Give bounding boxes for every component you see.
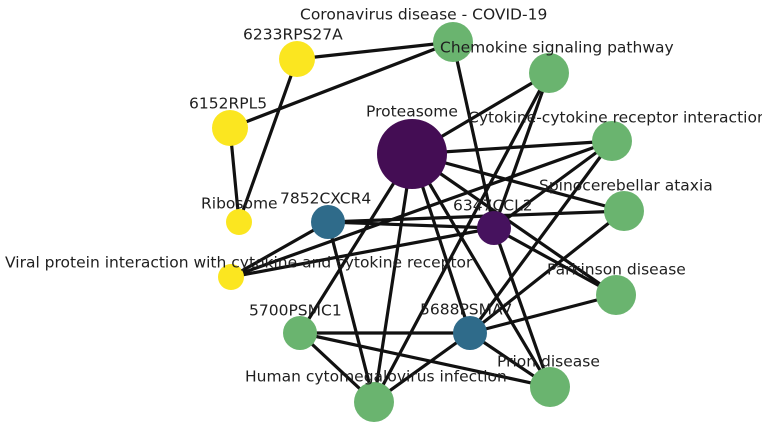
edge-chemokine-hcmv bbox=[372, 71, 551, 404]
node-label-hcmv: Human cytomegalovirus infection bbox=[245, 368, 507, 386]
edge-covid-rps27a bbox=[295, 40, 455, 61]
node-label-parkinson: Parkinson disease bbox=[547, 261, 686, 279]
edge-proteasome-psmc1 bbox=[298, 152, 414, 335]
edge-parkinson-psmb bbox=[468, 293, 618, 335]
node-label-cytokine: Cytokine-cytokine receptor interaction bbox=[468, 109, 762, 127]
node-ccl2[interactable] bbox=[477, 211, 511, 245]
node-label-chemokine: Chemokine signaling pathway bbox=[440, 39, 674, 57]
edge-proteasome-parkinson bbox=[410, 152, 618, 297]
node-label-spino: Spinocerebellar ataxia bbox=[539, 177, 713, 195]
node-psmb[interactable] bbox=[453, 316, 487, 350]
node-parkinson[interactable] bbox=[596, 275, 636, 315]
edge-layer bbox=[228, 40, 626, 404]
node-rps27a[interactable] bbox=[279, 41, 315, 77]
node-covid[interactable] bbox=[433, 22, 473, 62]
node-label-rpl5: 6152RPL5 bbox=[189, 95, 267, 113]
node-rpl5[interactable] bbox=[212, 110, 248, 146]
node-label-ribosome: Ribosome bbox=[201, 195, 278, 213]
node-label-proteasome: Proteasome bbox=[366, 103, 458, 121]
node-label-psmc1: 5700PSMC1 bbox=[249, 302, 342, 320]
node-proteasome[interactable] bbox=[377, 119, 447, 189]
edge-cytokine-psmb bbox=[468, 139, 614, 335]
node-label-psmb: 5688PSMA7 bbox=[420, 301, 512, 319]
edge-prion-psmc1 bbox=[298, 331, 552, 389]
node-layer bbox=[212, 22, 644, 422]
node-label-prion: Prion disease bbox=[497, 353, 600, 371]
node-cytokine[interactable] bbox=[592, 121, 632, 161]
edge-spino-cxcr4 bbox=[326, 209, 626, 224]
edge-cytokine-viral bbox=[229, 139, 614, 279]
edge-rps27a-ribosome bbox=[237, 57, 299, 224]
node-chemokine[interactable] bbox=[529, 53, 569, 93]
edge-proteasome-hcmv bbox=[372, 152, 414, 404]
node-label-covid: Coronavirus disease - COVID-19 bbox=[300, 6, 547, 24]
edge-parkinson-ccl2 bbox=[492, 226, 618, 297]
edge-prion-ccl2 bbox=[492, 226, 552, 389]
node-label-viral: Viral protein interaction with cytokine … bbox=[5, 254, 473, 272]
node-cxcr4[interactable] bbox=[311, 205, 345, 239]
node-hcmv[interactable] bbox=[354, 382, 394, 422]
edge-spino-psmb bbox=[468, 209, 626, 335]
node-label-ccl2: 6347CCL2 bbox=[453, 197, 533, 215]
edge-chemokine-ccl2 bbox=[492, 71, 551, 230]
edge-ccl2-viral bbox=[229, 226, 496, 279]
node-prion[interactable] bbox=[530, 367, 570, 407]
node-label-rps27a: 6233RPS27A bbox=[243, 26, 343, 44]
edge-proteasome-spino bbox=[410, 152, 626, 213]
edge-covid-ccl2 bbox=[451, 40, 496, 230]
edge-covid-rpl5 bbox=[228, 40, 455, 130]
edge-cxcr4-ccl2 bbox=[326, 220, 496, 230]
label-layer: Proteasome Coronavirus disease - COVID-19… bbox=[5, 6, 762, 386]
edge-cxcr4-viral bbox=[229, 220, 330, 279]
node-ribosome[interactable] bbox=[226, 209, 252, 235]
edge-hcmv-cxcr4 bbox=[326, 220, 376, 404]
edge-proteasome-prion bbox=[410, 152, 552, 389]
node-spino[interactable] bbox=[604, 191, 644, 231]
node-psmc1[interactable] bbox=[283, 316, 317, 350]
node-label-cxcr4: 7852CXCR4 bbox=[280, 190, 371, 208]
node-viral[interactable] bbox=[218, 264, 244, 290]
